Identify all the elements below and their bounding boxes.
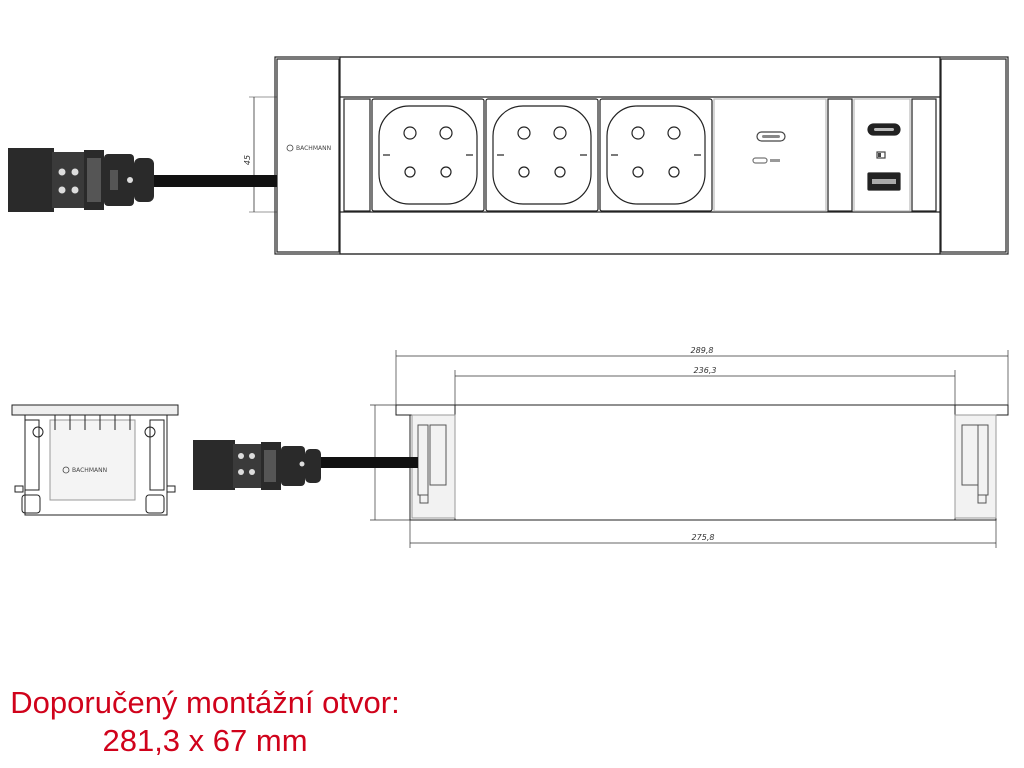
separator xyxy=(827,98,853,212)
dimension-lines xyxy=(370,350,1009,548)
end-cap-right xyxy=(940,58,1007,253)
mounting-hole-caption-size: 281,3 x 67 mm xyxy=(102,723,308,758)
dimension-inner: 236,3 xyxy=(694,366,717,375)
socket-1 xyxy=(371,98,485,212)
side-view xyxy=(11,404,179,516)
socket-2 xyxy=(485,98,599,212)
front-view xyxy=(249,56,1009,255)
dimension-overall: 289,8 xyxy=(691,346,714,355)
separator xyxy=(911,98,937,212)
mounting-hole-caption-title: Doporučený montážní otvor: xyxy=(10,685,400,720)
usb-a-c-module xyxy=(853,98,911,212)
dimension-bottom: 275,8 xyxy=(692,533,715,542)
cable-bottom xyxy=(318,457,418,468)
connector-bottom xyxy=(193,440,321,490)
end-cap-left xyxy=(276,58,340,253)
brand-text: BACHMANN xyxy=(296,145,331,152)
cable-top xyxy=(150,175,277,187)
socket-3 xyxy=(599,98,713,212)
separator xyxy=(343,98,371,212)
dimension-45: 45 xyxy=(243,155,252,165)
side-view-logo: BACHMANN xyxy=(62,466,107,474)
strip-frame xyxy=(339,56,941,255)
bottom-top-view xyxy=(395,404,1009,521)
brand-logo: BACHMANN xyxy=(286,144,331,152)
usb-c-module xyxy=(713,98,827,212)
connector-top xyxy=(8,148,154,212)
strip-body xyxy=(274,56,1009,255)
brand-text-side: BACHMANN xyxy=(72,467,107,474)
